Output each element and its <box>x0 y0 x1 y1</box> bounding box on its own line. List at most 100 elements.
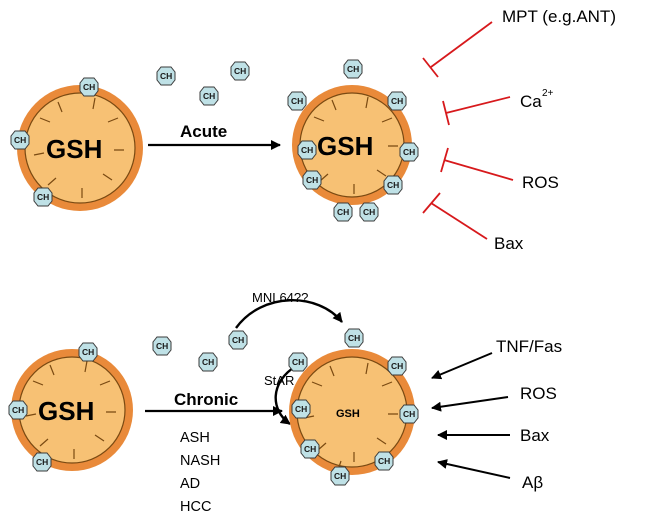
svg-text:CH: CH <box>391 361 403 371</box>
ca-inhibitor <box>442 96 511 126</box>
svg-text:CH: CH <box>348 333 360 343</box>
cholesterol-icon: CH <box>399 142 419 162</box>
bottom-left-ch-group: CH CH CH <box>8 342 98 472</box>
top-inhibitor-labels: MPT (e.g.ANT) Ca 2+ ROS Bax <box>494 7 616 253</box>
ros-inhibitor <box>440 147 514 181</box>
cholesterol-icon: CH <box>297 140 317 160</box>
bax-inhibitor <box>422 192 488 240</box>
top-left-mitochondrion: GSH <box>17 85 143 211</box>
cholesterol-icon: CH <box>387 356 407 376</box>
bottom-free-ch-group: CH CH CH <box>152 330 248 372</box>
cholesterol-icon: CH <box>79 77 99 97</box>
mpt-label: MPT (e.g.ANT) <box>502 7 616 26</box>
cholesterol-icon: CH <box>287 91 307 111</box>
inhibitor-lines <box>422 21 514 240</box>
cholesterol-icon: CH <box>383 175 403 195</box>
disease-nash: NASH <box>180 453 220 469</box>
ros-arrow <box>431 396 509 412</box>
top-left-gsh-label: GSH <box>46 134 102 164</box>
ros-label-top: ROS <box>522 173 559 192</box>
tnf-arrow <box>431 352 493 380</box>
cholesterol-icon: CH <box>359 202 379 222</box>
svg-text:CH: CH <box>37 192 49 202</box>
svg-text:CH: CH <box>82 347 94 357</box>
stimulus-arrows <box>431 352 511 479</box>
svg-text:CH: CH <box>14 135 26 145</box>
svg-text:CH: CH <box>232 335 244 345</box>
tnf-fas-label: TNF/Fas <box>496 337 562 356</box>
cholesterol-icon: CH <box>33 187 53 207</box>
svg-text:CH: CH <box>83 82 95 92</box>
top-right-ch-group: CH CH CH CH CH CH CH CH CH <box>287 59 419 222</box>
svg-text:CH: CH <box>378 456 390 466</box>
bax-label-top: Bax <box>494 234 524 253</box>
bax-label-bottom: Bax <box>520 426 550 445</box>
cholesterol-icon: CH <box>228 330 248 350</box>
cholesterol-icon: CH <box>152 336 172 356</box>
cholesterol-icon: CH <box>302 170 322 190</box>
mpt-inhibitor <box>422 21 493 78</box>
svg-text:CH: CH <box>292 357 304 367</box>
acute-arrow: Acute <box>148 122 281 150</box>
svg-text:CH: CH <box>347 64 359 74</box>
top-right-gsh-label: GSH <box>317 131 373 161</box>
disease-ad: AD <box>180 476 200 492</box>
svg-text:CH: CH <box>12 405 24 415</box>
top-left-ch-group: CH CH CH <box>10 77 99 207</box>
cholesterol-icon: CH <box>156 66 176 86</box>
star-label: StAR <box>264 373 294 388</box>
disease-ash: ASH <box>180 430 210 446</box>
svg-text:CH: CH <box>387 180 399 190</box>
mnl64-label: MNL64?? <box>252 290 308 305</box>
abeta-label: Aβ <box>522 473 543 492</box>
top-right-mitochondrion: GSH <box>292 85 412 205</box>
cholesterol-icon: CH <box>344 328 364 348</box>
ca-label: Ca <box>520 92 542 111</box>
bottom-right-mitochondrion: GSH <box>289 349 415 475</box>
cholesterol-icon: CH <box>374 451 394 471</box>
svg-text:CH: CH <box>363 207 375 217</box>
svg-text:CH: CH <box>337 207 349 217</box>
cholesterol-icon: CH <box>343 59 363 79</box>
bottom-right-gsh-label: GSH <box>336 408 360 420</box>
cholesterol-icon: CH <box>10 130 30 150</box>
cholesterol-icon: CH <box>8 400 28 420</box>
bottom-right-ch-group: CH CH CH CH CH CH CH CH <box>288 328 419 486</box>
svg-text:CH: CH <box>36 457 48 467</box>
svg-text:CH: CH <box>301 145 313 155</box>
cholesterol-icon: CH <box>291 399 311 419</box>
cholesterol-icon: CH <box>330 466 350 486</box>
disease-hcc: HCC <box>180 499 211 515</box>
chronic-arrow: Chronic <box>145 390 283 416</box>
cholesterol-icon: CH <box>230 61 250 81</box>
svg-text:CH: CH <box>306 175 318 185</box>
svg-text:CH: CH <box>391 96 403 106</box>
svg-text:CH: CH <box>291 96 303 106</box>
disease-list: ASH NASH AD HCC <box>180 430 220 515</box>
cholesterol-icon: CH <box>32 452 52 472</box>
cholesterol-icon: CH <box>288 352 308 372</box>
star-arrow: StAR <box>264 364 297 425</box>
svg-text:CH: CH <box>403 147 415 157</box>
bottom-left-mitochondrion: GSH <box>11 349 133 471</box>
ca-superscript: 2+ <box>542 88 554 99</box>
cholesterol-icon: CH <box>333 202 353 222</box>
svg-text:CH: CH <box>160 71 172 81</box>
abeta-arrow <box>437 459 511 479</box>
cholesterol-icon: CH <box>399 404 419 424</box>
svg-text:CH: CH <box>403 409 415 419</box>
svg-text:CH: CH <box>234 66 246 76</box>
cholesterol-icon: CH <box>198 352 218 372</box>
svg-text:CH: CH <box>202 357 214 367</box>
svg-text:CH: CH <box>304 444 316 454</box>
svg-text:CH: CH <box>295 404 307 414</box>
cholesterol-icon: CH <box>78 342 98 362</box>
svg-text:CH: CH <box>203 91 215 101</box>
chronic-label: Chronic <box>174 390 238 409</box>
cholesterol-icon: CH <box>199 86 219 106</box>
mnl64-arrow: MNL64?? <box>235 290 343 329</box>
bottom-stimulus-labels: TNF/Fas ROS Bax Aβ <box>496 337 562 492</box>
ros-label-bottom: ROS <box>520 384 557 403</box>
svg-text:CH: CH <box>156 341 168 351</box>
